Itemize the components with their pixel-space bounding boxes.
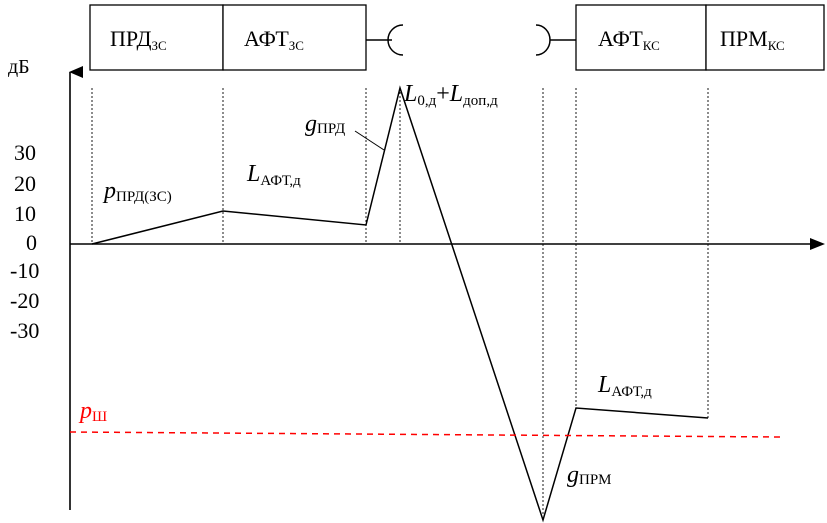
transmit-block-group: ПРДЗС АФТЗС	[89, 4, 404, 71]
aft-zs-subscript: ЗС	[289, 38, 304, 53]
aft-ks-label: АФТ	[598, 26, 643, 51]
receive-antenna-icon	[535, 24, 576, 56]
aft-ks-block	[575, 4, 707, 71]
y-axis-ticks: 30 20 10 0 -10 -20 -30	[10, 140, 39, 343]
prm-ks-subscript: КС	[768, 38, 785, 53]
transmit-antenna-icon	[366, 24, 404, 56]
prm-ks-block	[705, 4, 825, 71]
path-loss-label: L0,д+Lдоп,д	[403, 81, 498, 109]
noise-threshold-line	[69, 431, 781, 438]
svg-text:ПРДЗС: ПРДЗС	[110, 26, 167, 53]
aft-zs-block	[222, 4, 367, 71]
tick-label: -20	[10, 288, 39, 313]
tick-label: 10	[14, 201, 36, 226]
g-prd-label: gПРД	[305, 111, 345, 137]
prd-zs-label: ПРД	[110, 26, 151, 51]
prm-ks-label: ПРМ	[720, 26, 768, 51]
signal-level-curve	[91, 85, 709, 523]
tick-label: -30	[10, 318, 39, 343]
l-aft-transmit-label: LАФТ,д	[246, 161, 301, 189]
svg-text:АФТКС: АФТКС	[598, 26, 660, 53]
svg-text:АФТЗС: АФТЗС	[244, 26, 304, 53]
aft-ks-subscript: КС	[643, 38, 660, 53]
tick-label: -10	[10, 258, 39, 283]
tick-label: 20	[14, 171, 36, 196]
tick-label: 0	[26, 230, 37, 255]
y-axis-unit: дБ	[8, 56, 30, 78]
g-prd-pointer	[354, 130, 385, 151]
noise-level-label: pШ	[78, 398, 107, 425]
receive-block-group: АФТКС ПРМКС	[535, 4, 825, 71]
svg-text:ПРМКС: ПРМКС	[720, 26, 785, 53]
prd-zs-block	[89, 4, 224, 71]
tick-label: 30	[14, 140, 36, 165]
l-aft-receive-label: LАФТ,д	[597, 372, 652, 400]
g-prm-label: gПРМ	[567, 462, 612, 488]
x-axis-arrow	[810, 238, 825, 250]
p-prd-label: pПРД(ЗС)	[102, 178, 172, 205]
aft-zs-label: АФТ	[244, 26, 289, 51]
stage-guides	[91, 88, 709, 515]
prd-zs-subscript: ЗС	[151, 38, 166, 53]
